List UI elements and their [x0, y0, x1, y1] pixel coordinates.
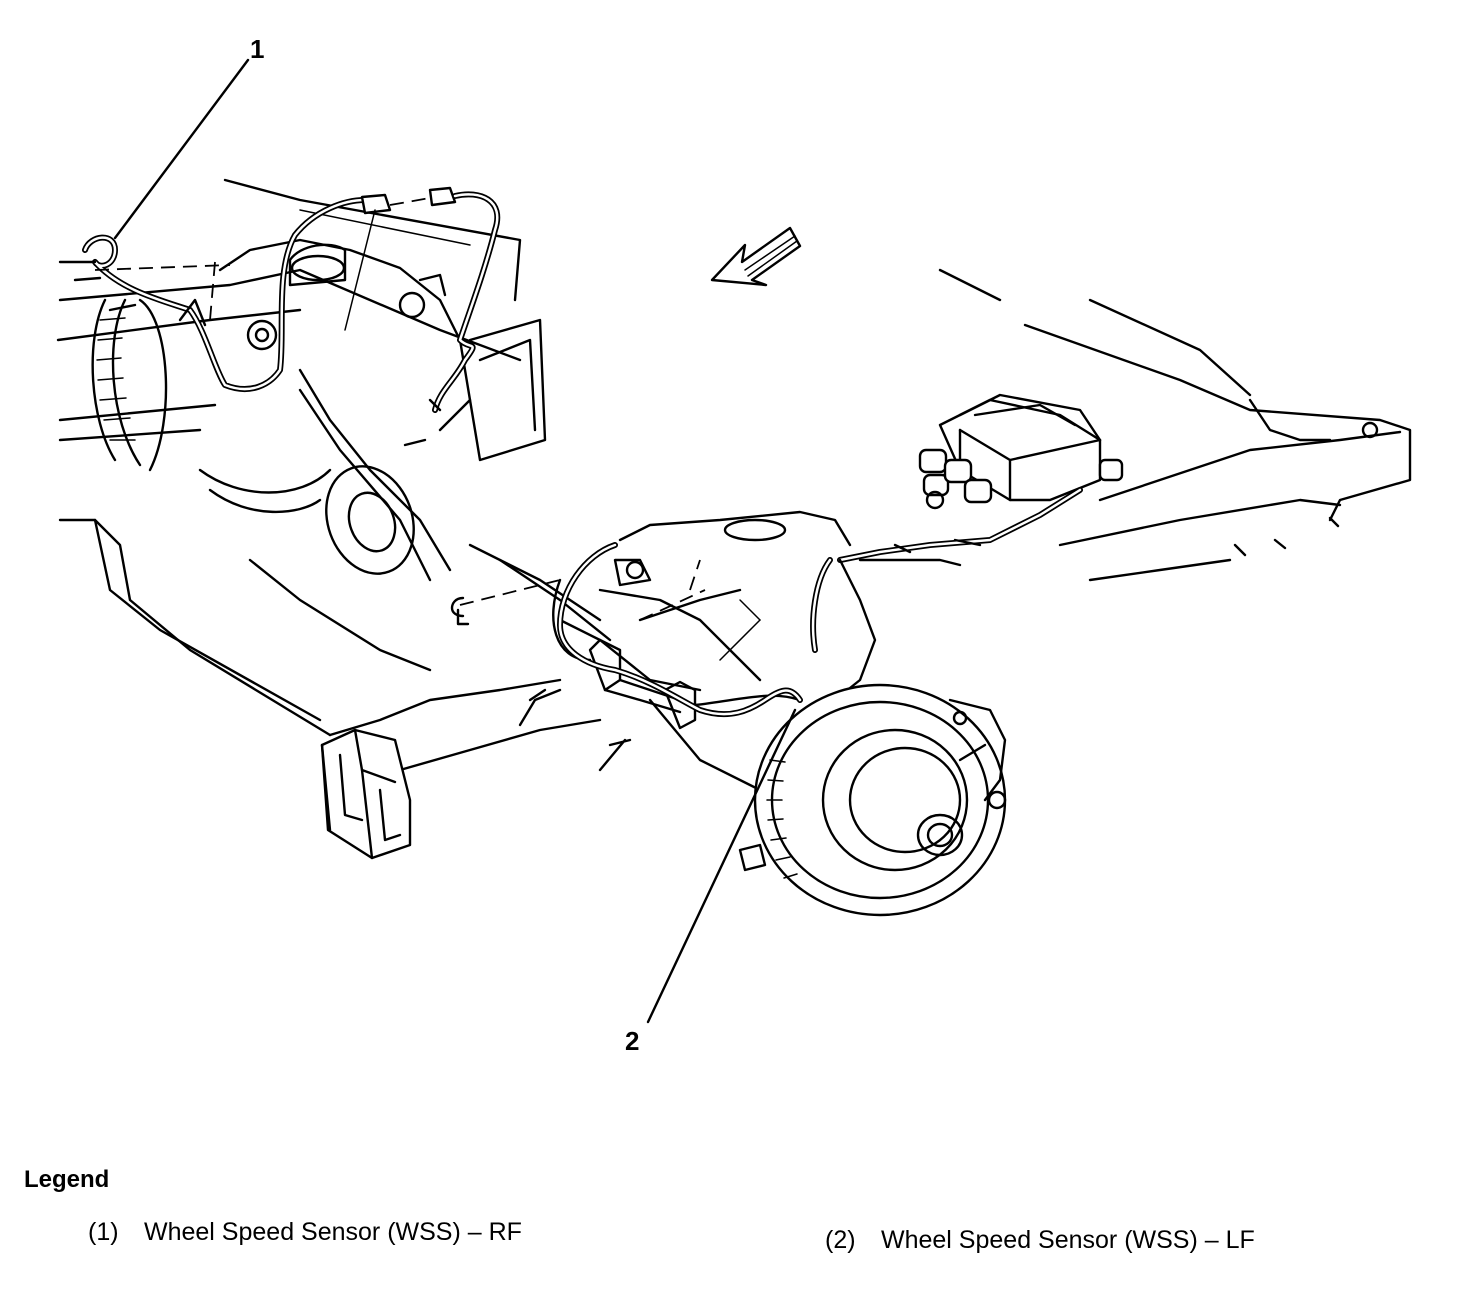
centerline-mark: [450, 596, 470, 626]
left-upper-control-arm: [218, 238, 547, 582]
coil-spring-seat: [198, 465, 415, 575]
legend-item-label: Wheel Speed Sensor (WSS) – LF: [881, 1226, 1255, 1254]
lf-wss-harness: [459, 542, 833, 718]
right-harness: [837, 487, 1083, 563]
front-suspension-illustration: 1 2: [56, 34, 1412, 1056]
legend-item: (2) Wheel Speed Sensor (WSS) – LF: [825, 1226, 1255, 1255]
rf-wss-harness: [58, 186, 501, 447]
left-frame-rail: [56, 178, 522, 737]
frame-box-section: [320, 728, 412, 860]
right-frame-rail: [938, 268, 1412, 582]
legend-item-number: (1): [88, 1218, 119, 1246]
left-brake-rotor: [91, 298, 168, 472]
legend-item-label: Wheel Speed Sensor (WSS) – RF: [144, 1218, 522, 1246]
callout-1: 1: [113, 34, 264, 240]
callout-number-2: 2: [625, 1026, 639, 1056]
direction-arrow-icon: [710, 226, 802, 287]
legend-title: Legend: [24, 1166, 110, 1193]
callout-number-1: 1: [250, 34, 264, 64]
legend-item-number: (2): [825, 1226, 856, 1254]
center-crossmember: [248, 510, 962, 772]
ebcm-modulator: [918, 393, 1124, 510]
legend-item: (1) Wheel Speed Sensor (WSS) – RF: [88, 1218, 522, 1247]
callout-2: 2: [625, 708, 797, 1056]
right-brake-rotor: [738, 683, 1007, 917]
